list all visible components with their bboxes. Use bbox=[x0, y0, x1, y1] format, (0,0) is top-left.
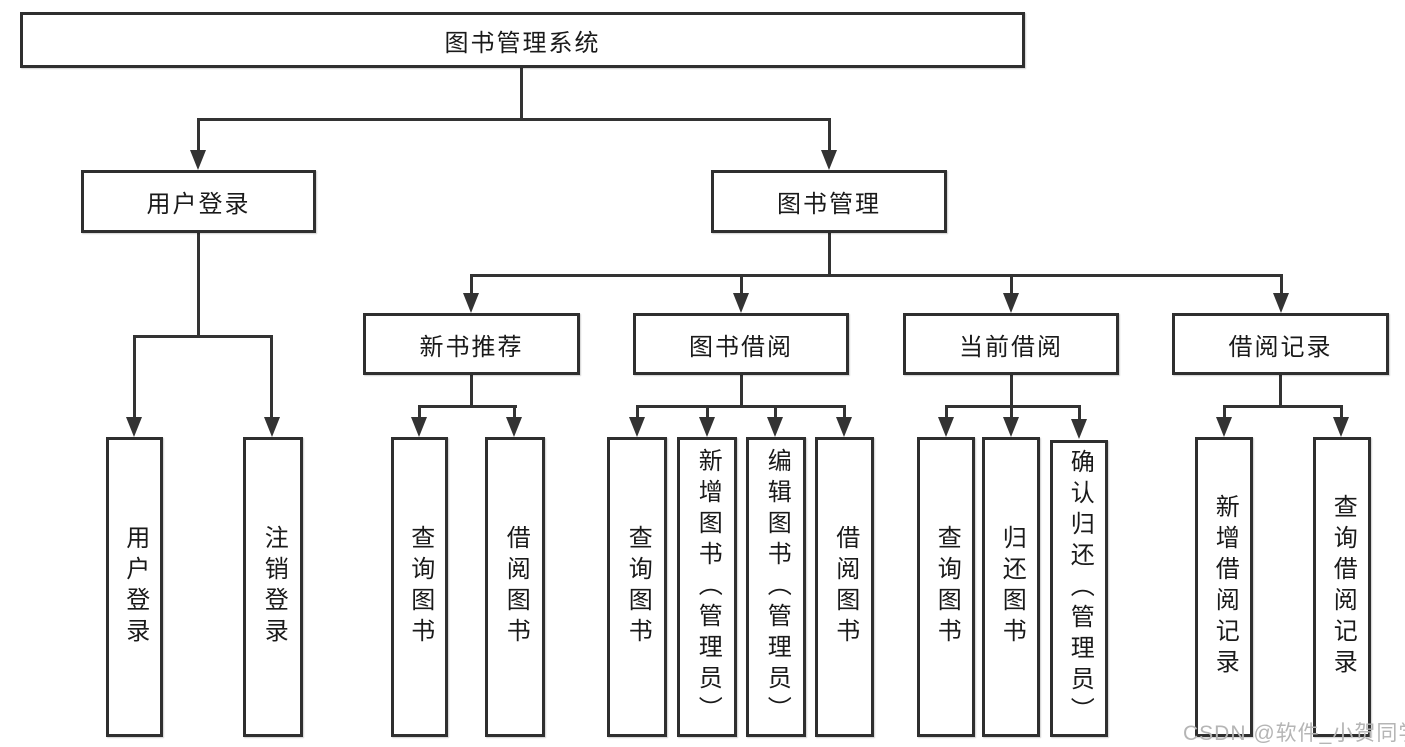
connector-line bbox=[133, 335, 273, 338]
arrow-down-icon bbox=[821, 150, 837, 170]
leaf-query-books-recommend: 查询图书 bbox=[391, 437, 448, 737]
arrow-down-icon bbox=[126, 417, 142, 437]
connector-line bbox=[828, 233, 831, 277]
leaf-add-book-admin: 新增图书（管理员） bbox=[677, 437, 737, 737]
connector-line bbox=[1279, 375, 1282, 408]
connector-line bbox=[470, 274, 1283, 277]
leaf-edit-book-admin: 编辑图书（管理员） bbox=[746, 437, 806, 737]
leaf-query-books-borrow-label: 查询图书 bbox=[624, 525, 652, 649]
leaf-borrow-books-recommend: 借阅图书 bbox=[485, 437, 545, 737]
leaf-borrow-book-label: 借阅图书 bbox=[831, 525, 859, 649]
connector-line bbox=[470, 274, 473, 296]
leaf-return-book: 归还图书 bbox=[982, 437, 1040, 737]
node-book-borrow: 图书借阅 bbox=[633, 313, 849, 375]
node-current-borrow: 当前借阅 bbox=[903, 313, 1119, 375]
node-root-label: 图书管理系统 bbox=[444, 29, 601, 57]
leaf-query-books-current: 查询图书 bbox=[917, 437, 975, 737]
connector-line bbox=[1223, 405, 1343, 408]
arrow-down-icon bbox=[190, 150, 206, 170]
node-root-system: 图书管理系统 bbox=[20, 12, 1025, 68]
leaf-confirm-return-admin-label: 确认归还（管理员） bbox=[1066, 449, 1094, 728]
leaf-edit-book-admin-label: 编辑图书（管理员） bbox=[763, 447, 791, 727]
leaf-user-login-label: 用户登录 bbox=[121, 525, 149, 649]
node-current-borrow-label: 当前借阅 bbox=[959, 333, 1063, 361]
connector-line bbox=[197, 118, 200, 152]
connector-line bbox=[1010, 405, 1013, 419]
connector-line bbox=[945, 405, 948, 419]
connector-line bbox=[197, 118, 831, 121]
leaf-query-books-borrow: 查询图书 bbox=[607, 437, 667, 737]
connector-line bbox=[520, 67, 523, 120]
connector-line bbox=[1223, 405, 1226, 419]
arrow-down-icon bbox=[836, 417, 852, 437]
connector-line bbox=[706, 405, 709, 419]
connector-line bbox=[1010, 375, 1013, 408]
arrow-down-icon bbox=[1003, 293, 1019, 313]
connector-line bbox=[843, 405, 846, 419]
connector-line bbox=[418, 405, 517, 408]
connector-line bbox=[197, 233, 200, 338]
node-new-book-recommend-label: 新书推荐 bbox=[419, 333, 524, 361]
leaf-borrow-books-recommend-label: 借阅图书 bbox=[502, 525, 530, 649]
connector-line bbox=[1340, 405, 1343, 419]
arrow-down-icon bbox=[1216, 417, 1232, 437]
node-borrow-records: 借阅记录 bbox=[1172, 313, 1389, 375]
connector-line bbox=[270, 335, 273, 419]
arrow-down-icon bbox=[938, 417, 954, 437]
arrow-down-icon bbox=[733, 293, 749, 313]
node-book-management: 图书管理 bbox=[711, 170, 947, 233]
arrow-down-icon bbox=[411, 417, 427, 437]
leaf-query-borrow-record-label: 查询借阅记录 bbox=[1329, 494, 1357, 680]
arrow-down-icon bbox=[1333, 417, 1349, 437]
arrow-down-icon bbox=[1071, 419, 1087, 439]
arrow-down-icon bbox=[506, 417, 522, 437]
arrow-down-icon bbox=[699, 417, 715, 437]
connector-line bbox=[1078, 405, 1081, 419]
arrow-down-icon bbox=[629, 417, 645, 437]
arrow-down-icon bbox=[767, 417, 783, 437]
leaf-add-book-admin-label: 新增图书（管理员） bbox=[694, 447, 722, 727]
arrow-down-icon bbox=[463, 293, 479, 313]
connector-line bbox=[828, 118, 831, 152]
leaf-add-borrow-record-label: 新增借阅记录 bbox=[1211, 494, 1239, 680]
node-borrow-records-label: 借阅记录 bbox=[1228, 333, 1333, 361]
leaf-user-login: 用户登录 bbox=[106, 437, 163, 737]
leaf-confirm-return-admin: 确认归还（管理员） bbox=[1050, 440, 1108, 737]
leaf-borrow-book: 借阅图书 bbox=[815, 437, 874, 737]
connector-line bbox=[636, 405, 846, 408]
node-user-login: 用户登录 bbox=[81, 170, 316, 233]
connector-line bbox=[1280, 274, 1283, 296]
connector-line bbox=[133, 335, 136, 419]
connector-line bbox=[1010, 274, 1013, 296]
node-book-management-label: 图书管理 bbox=[777, 191, 881, 218]
leaf-query-books-current-label: 查询图书 bbox=[933, 525, 961, 649]
connector-line bbox=[418, 405, 421, 419]
leaf-logout-label: 注销登录 bbox=[260, 525, 288, 649]
node-user-login-label: 用户登录 bbox=[146, 191, 251, 218]
connector-line bbox=[513, 405, 516, 419]
arrow-down-icon bbox=[1003, 417, 1019, 437]
connector-line bbox=[636, 405, 639, 419]
node-new-book-recommend: 新书推荐 bbox=[363, 313, 580, 375]
connector-line bbox=[740, 274, 743, 296]
connector-line bbox=[740, 375, 743, 408]
leaf-add-borrow-record: 新增借阅记录 bbox=[1195, 437, 1253, 737]
watermark: CSDN @软件_小贺同学 bbox=[1183, 722, 1405, 745]
arrow-down-icon bbox=[1273, 293, 1289, 313]
arrow-down-icon bbox=[264, 417, 280, 437]
connector-line bbox=[774, 405, 777, 419]
connector-line bbox=[470, 375, 473, 408]
leaf-query-books-recommend-label: 查询图书 bbox=[406, 525, 434, 649]
node-book-borrow-label: 图书借阅 bbox=[689, 333, 793, 361]
leaf-logout: 注销登录 bbox=[243, 437, 303, 737]
leaf-return-book-label: 归还图书 bbox=[998, 525, 1026, 649]
leaf-query-borrow-record: 查询借阅记录 bbox=[1313, 437, 1371, 737]
